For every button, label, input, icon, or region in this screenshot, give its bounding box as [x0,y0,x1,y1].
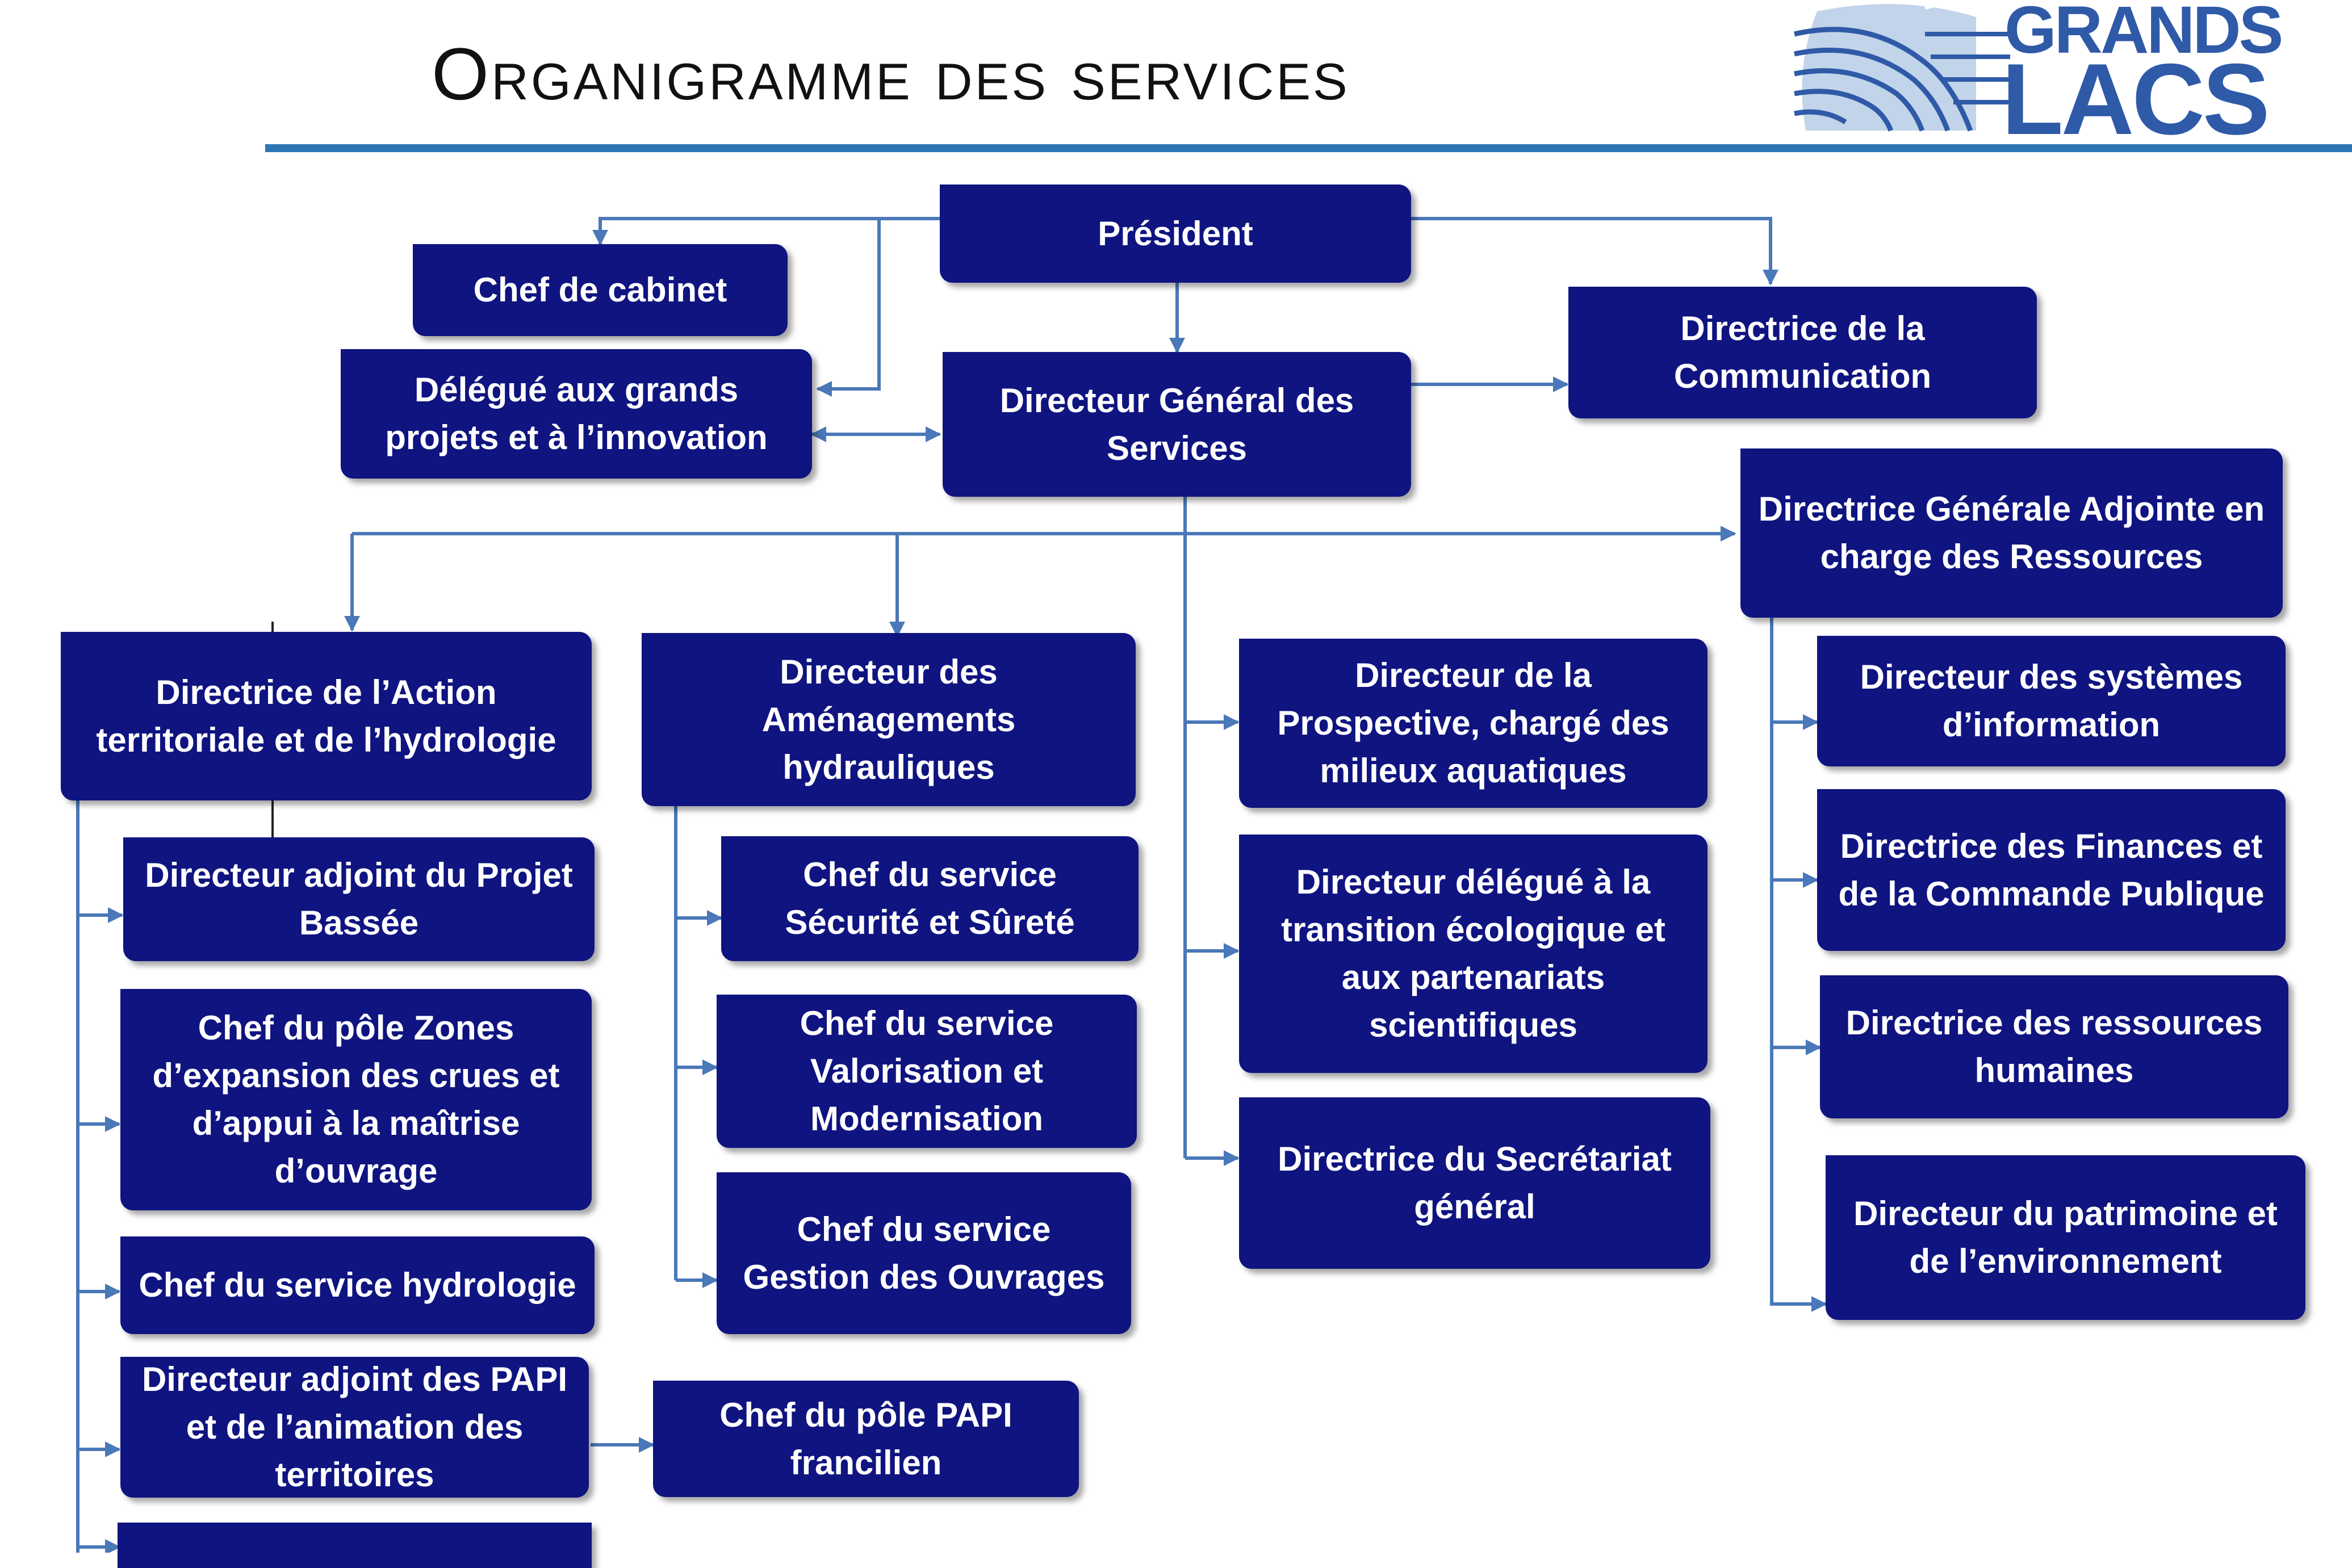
box-directeur-amenagements: Directeur des Aménagements hydrauliques [642,633,1136,806]
box-directeur-adjoint-bassee: Directeur adjoint du Projet Bassée [123,837,595,961]
box-directeur-systemes-information: Directeur des systèmes d’information [1817,636,2286,766]
waves-logo-icon [1783,0,2010,136]
box-chef-gestion-ouvrages: Chef du service Gestion des Ouvrages [717,1172,1131,1334]
box-directeur-general-services: Directeur Général des Services [943,352,1411,497]
box-directrice-action-territoriale: Directrice de l’Action territoriale et d… [61,632,592,800]
box-directeur-transition-ecologique: Directeur délégué à la transition écolog… [1239,835,1707,1073]
box-directrice-finances: Directrice des Finances et de la Command… [1817,789,2286,951]
box-directrice-communication: Directrice de la Communication [1568,287,2037,418]
box-dga-ressources: Directrice Générale Adjointe en charge d… [1740,448,2283,618]
box-directeur-prospective: Directeur de la Prospective, chargé des … [1239,639,1707,808]
box-partial-bottom [118,1523,592,1568]
grands-lacs-logo: GRANDS LACS [1783,0,2351,150]
page-title: Organigramme des services [432,32,1350,115]
box-chef-securite-surete: Chef du service Sécurité et Sûreté [721,836,1139,961]
box-directrice-ressources-humaines: Directrice des ressources humaines [1820,975,2288,1118]
title-rule [265,144,2352,152]
box-directeur-patrimoine: Directeur du patrimoine et de l’environn… [1826,1155,2305,1320]
box-delegue-grands-projets: Délégué aux grands projets et à l’innova… [341,349,812,479]
box-directrice-secretariat-general: Directrice du Secrétariat général [1239,1097,1710,1269]
box-president: Président [940,185,1411,283]
box-chef-pole-zones-expansion: Chef du pôle Zones d’expansion des crues… [120,989,592,1210]
box-chef-valorisation: Chef du service Valorisation et Modernis… [717,995,1137,1148]
box-directeur-adjoint-papi: Directeur adjoint des PAPI et de l’anima… [120,1357,589,1498]
logo-text-grands: GRANDS [2004,0,2283,68]
logo-text-lacs: LACS [2002,43,2270,156]
box-chef-cabinet: Chef de cabinet [413,244,788,336]
box-chef-pole-papi: Chef du pôle PAPI francilien [653,1381,1079,1497]
box-chef-service-hydrologie: Chef du service hydrologie [120,1236,595,1334]
